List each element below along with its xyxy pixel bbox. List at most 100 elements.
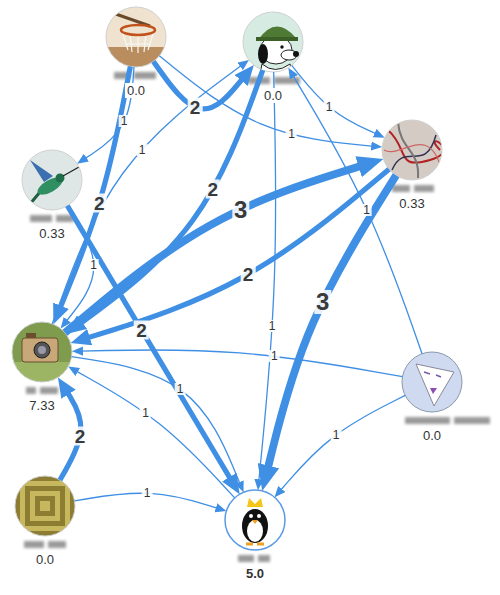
spiral-picture (40, 501, 50, 511)
blurred-name (48, 541, 66, 548)
snoopy-picture (256, 37, 298, 41)
score-value: 0.0 (421, 428, 443, 443)
blurred-name (24, 72, 490, 562)
spiral-picture (15, 476, 75, 536)
avatar-ring (106, 7, 166, 67)
edge-weight: 1 (269, 350, 280, 362)
camera-picture (34, 342, 50, 358)
edge-weight: 2 (73, 426, 88, 445)
hoop-picture (106, 7, 166, 67)
edge-weight: 2 (241, 265, 256, 284)
camera-picture (12, 362, 72, 382)
spiral-picture (25, 486, 65, 526)
score-value: 0.0 (125, 83, 147, 98)
wires-picture (384, 145, 442, 172)
snoopy-picture (258, 44, 268, 64)
hoop-picture (121, 25, 155, 35)
edge-weight: 1 (88, 259, 99, 271)
paper-triangle-picture (402, 352, 462, 412)
blurred-name (392, 185, 410, 192)
snoopy-picture (260, 64, 292, 74)
spiral-picture (35, 496, 55, 516)
weighted-arrow (84, 67, 134, 159)
spiral-picture (15, 476, 75, 536)
blurred-name (24, 541, 44, 548)
weighted-arrow (67, 206, 232, 482)
spiral-picture (30, 491, 60, 521)
avatar-node: 5.0 (225, 490, 285, 550)
avatar-ring (382, 120, 442, 180)
score-value: 0.33 (37, 226, 66, 241)
score-value: 5.0 (244, 566, 266, 581)
blurred-name (30, 215, 52, 222)
penguin-picture (246, 543, 264, 546)
score-value: 7.33 (27, 398, 56, 413)
weighted-arrow (293, 75, 422, 354)
edge-weight: 1 (142, 487, 153, 499)
penguin-picture (242, 509, 268, 543)
avatar-node: 0.0 (243, 12, 303, 72)
paper-triangle-picture (416, 364, 454, 406)
weighted-arrow (80, 350, 402, 377)
edge-weight: 1 (331, 429, 342, 441)
edge-weight: 3 (232, 198, 249, 222)
penguin-picture (257, 514, 261, 518)
blurred-name (26, 387, 36, 394)
penguin-picture (225, 490, 285, 550)
weighted-arrow (59, 66, 130, 310)
blurred-name (258, 555, 270, 562)
snoopy-picture (280, 45, 283, 48)
avatar-node: 0.0 (402, 352, 462, 412)
avatar-ring (402, 352, 462, 412)
penguin-picture (249, 514, 253, 518)
weighted-arrow (52, 65, 242, 324)
weighted-arrow (267, 175, 396, 472)
avatar-node: 0.33 (382, 120, 442, 180)
edge-weight: 2 (92, 194, 107, 213)
wires-picture (382, 120, 442, 180)
weighted-arrow (292, 65, 377, 134)
hoop-picture (106, 7, 166, 67)
paper-triangle-picture (430, 388, 437, 394)
hummingbird-picture (63, 167, 79, 176)
edge-weight: 1 (267, 320, 278, 332)
snoopy-picture (293, 51, 299, 57)
avatar-ring (12, 322, 72, 382)
edge-weight: 1 (137, 144, 148, 156)
avatar-ring (15, 476, 75, 536)
edge-weight: 1 (286, 128, 297, 140)
avatar-ring (225, 490, 285, 550)
penguin-picture (225, 490, 285, 550)
hummingbird-picture (22, 150, 82, 210)
edge-weight: 3 (314, 290, 331, 314)
blurred-name (40, 387, 58, 394)
paper-triangle-picture (402, 352, 462, 412)
weighted-arrow (159, 56, 374, 146)
edge-weight: 1 (175, 383, 186, 395)
edge-weight: 1 (361, 204, 372, 216)
weighted-arrow (259, 72, 276, 482)
camera-picture (22, 338, 58, 362)
camera-picture (38, 346, 46, 354)
snoopy-picture (243, 12, 303, 74)
edge-weight: 2 (205, 179, 220, 198)
wires-picture (382, 120, 444, 180)
penguin-picture (247, 498, 263, 507)
avatar-ring (243, 12, 303, 72)
avatar-ring (22, 150, 82, 210)
blurred-name (238, 555, 254, 562)
avatar-node: 0.0 (106, 7, 166, 67)
weighted-arrow (65, 165, 365, 333)
blurred-name (134, 72, 156, 79)
snoopy-picture (243, 12, 303, 72)
score-value: 0.0 (34, 552, 56, 567)
hummingbird-picture (30, 160, 53, 182)
edge-weight: 1 (140, 407, 151, 419)
penguin-picture (252, 520, 258, 524)
blurred-name (454, 417, 490, 424)
camera-picture (12, 322, 72, 382)
